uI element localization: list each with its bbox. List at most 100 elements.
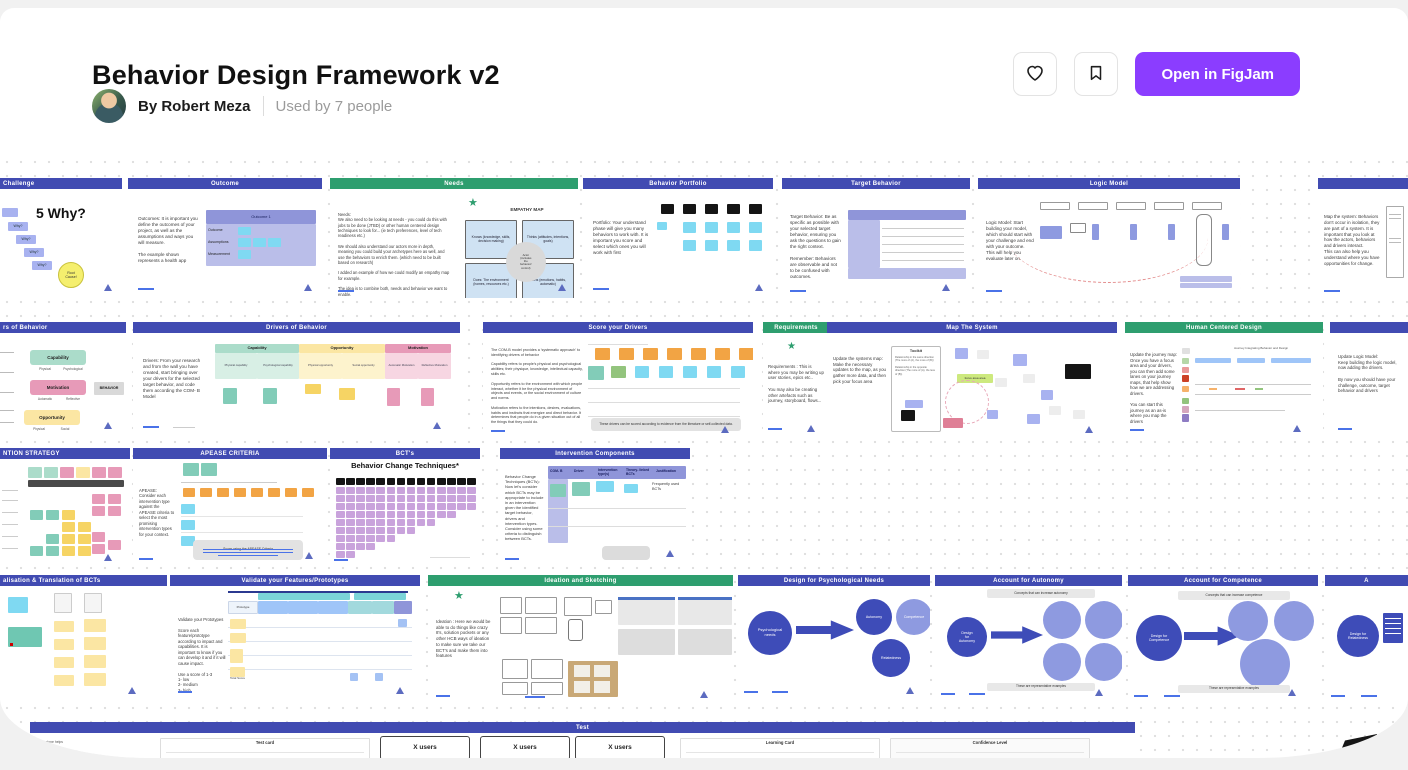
footer-link [139,558,153,560]
circle-node: Relatedness [872,639,910,677]
sticky-note [995,378,1007,387]
sticky-note [78,546,91,556]
sticky-note [1065,364,1091,379]
text-block: al alone helps (2012) [42,740,63,749]
footer-link [1130,429,1144,431]
sticky-note [659,366,673,378]
sticky-note [1180,276,1232,282]
sticky-note [366,527,375,534]
sticky-note [1073,410,1085,419]
sticky-note [396,511,406,518]
line [678,597,732,600]
text-block: Measurement [208,252,230,256]
text-block: Driver [574,469,584,473]
arrow-shape [991,626,1043,644]
circle-node: Actor (includes the behavior/ control) [506,242,546,282]
sticky-note [500,617,522,634]
dashed-circle [945,380,989,424]
sticky-note [92,467,106,478]
sticky-note [8,627,42,647]
sticky-note [54,621,74,632]
sticky-note [635,366,649,378]
sticky-note [1182,358,1189,364]
sticky-note [54,675,74,686]
labeled-box: Prototype [228,601,258,614]
sticky-note [416,503,426,510]
line [228,655,412,656]
section-intervention-strategy: NTION STRATEGY [0,448,130,563]
sticky-note [447,511,456,518]
sticky-note [2,208,18,217]
text-block: Outcome [208,228,223,232]
section-header-map-system-intro [1318,178,1408,189]
sticky-note [263,388,277,404]
text-block: Update the systems map: Make the necessa… [833,356,886,384]
sticky-note [1182,398,1189,404]
text-block: Validate your Prototypes Score each feat… [178,617,226,693]
line [882,228,964,229]
sticky-note [531,682,563,695]
sticky-note [1237,358,1265,363]
sticky-note [568,619,583,641]
sticky-note [238,238,251,247]
section-header-behavior-portfolio: Behavior Portfolio [583,178,773,189]
sticky-note [1182,375,1189,382]
sticky-note [84,673,106,686]
save-button[interactable] [1074,52,1119,96]
section-operationalisation-bcts: alisation & Translation of BCTs [0,575,167,700]
author-name[interactable]: By Robert Meza [138,97,251,115]
sticky-note [346,487,355,494]
section-header-score-your-drivers: Score your Drivers [483,322,753,333]
line [2,490,18,492]
line [10,643,13,646]
text-block: Confidence Level [972,740,1008,745]
line [686,752,874,753]
sticky-note [396,478,406,485]
header-actions: Open in FigJam [1013,52,1300,96]
sticky-note [457,495,466,502]
sticky-note [30,510,43,520]
bookmark-icon [1087,64,1105,85]
sticky-note [406,527,416,534]
text-block: EMPATHY MAP [510,207,544,212]
line [1195,410,1285,411]
open-in-figjam-button[interactable]: Open in FigJam [1135,52,1300,96]
sticky-note [366,511,375,518]
labeled-box: BEHAVIOR [94,382,124,395]
circle-node: Competence [896,599,930,635]
circle-node: Root Cause! [58,262,84,288]
like-button[interactable] [1013,52,1058,96]
sticky-note [1040,226,1062,239]
sticky-note [502,682,528,695]
byline-divider [262,96,264,116]
sticky-note [406,495,416,502]
line [574,681,590,693]
sticky-note [739,348,753,360]
author-avatar[interactable] [92,89,126,123]
footer-link [744,691,758,693]
labeled-box: X users [575,736,665,758]
community-resource-card: Behavior Design Framework v2 By Robert M… [0,8,1408,758]
brand-mark [104,422,112,429]
sticky-note [62,510,75,520]
text-block: Update Logic Model: Keep building the lo… [1338,354,1397,394]
sticky-note [1180,283,1232,288]
sticky-note [1182,406,1189,413]
sticky-note [1023,374,1035,383]
section-header-drivers-of-behavior: Drivers of Behavior [133,322,460,333]
line [574,665,590,677]
sticky-note [705,240,718,251]
star-icon: ★ [468,197,478,209]
text-block: Map the system: Behaviors don't occur in… [1324,214,1380,266]
line [1209,388,1217,390]
text-block: Theory- linked BCTs [626,468,650,477]
sticky-note [336,527,345,534]
sticky-note [416,478,426,485]
sticky-note [550,484,566,497]
sticky-note [386,478,395,485]
